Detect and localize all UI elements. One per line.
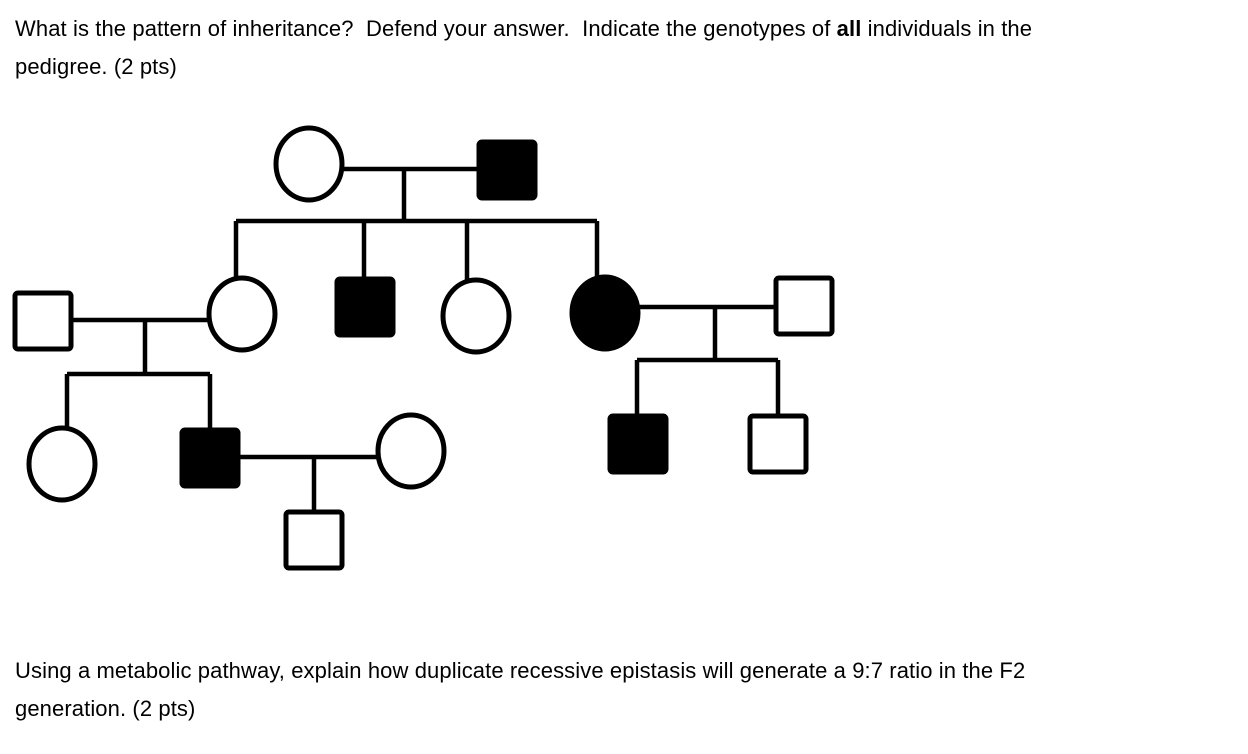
question-2-line-1: Using a metabolic pathway, explain how d… bbox=[15, 658, 1026, 683]
question-1-line-1: What is the pattern of inheritance? Defe… bbox=[15, 10, 1240, 48]
person-III-2-male-affected bbox=[179, 427, 241, 489]
person-II-3-male-affected bbox=[334, 276, 396, 338]
question-1-text: What is the pattern of inheritance? Defe… bbox=[15, 10, 1240, 86]
question-1-segment: individuals in the bbox=[861, 16, 1033, 41]
person-II-5-female-affected bbox=[569, 274, 641, 352]
person-III-1-female-unaffected bbox=[26, 425, 98, 503]
question-1-line-2: pedigree. (2 pts) bbox=[15, 54, 177, 79]
person-I-2-male-affected bbox=[476, 139, 538, 201]
person-III-5-male-unaffected bbox=[747, 413, 809, 475]
person-IV-1-male-unaffected bbox=[283, 509, 345, 571]
question-2-text: Using a metabolic pathway, explain how d… bbox=[15, 652, 1240, 728]
person-II-1-male-unaffected bbox=[12, 290, 74, 352]
person-III-4-male-affected bbox=[607, 413, 669, 475]
person-II-4-female-unaffected bbox=[440, 277, 512, 355]
question-1-bold-word: all bbox=[836, 16, 862, 41]
question-2-line-2: generation. (2 pts) bbox=[15, 696, 196, 721]
person-III-3-female-unaffected bbox=[375, 412, 447, 490]
person-II-2-female-unaffected bbox=[206, 275, 278, 353]
person-I-1-female-unaffected bbox=[273, 125, 345, 203]
question-1-segment: What is the pattern of inheritance? Defe… bbox=[15, 16, 837, 41]
person-II-6-male-unaffected bbox=[773, 275, 835, 337]
